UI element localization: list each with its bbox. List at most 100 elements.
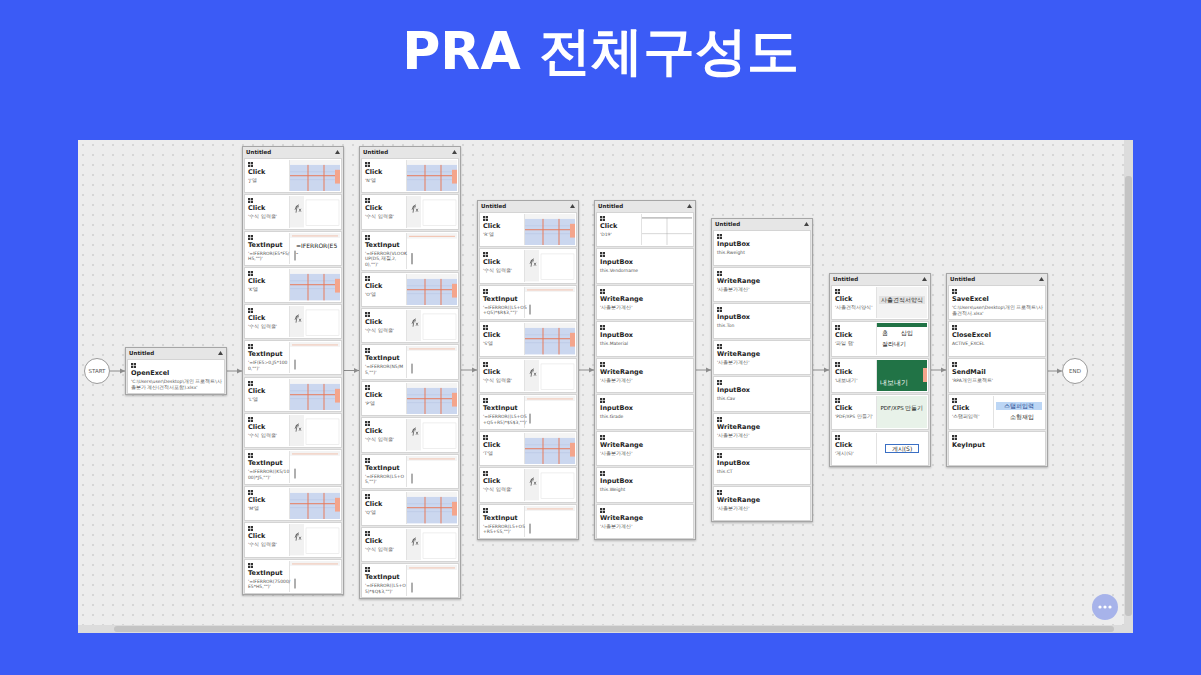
screenshot-thumbnail xyxy=(524,250,575,281)
activity-text: Click'사출견적서양식' xyxy=(835,295,879,311)
activity-row: Click'수식 입력줄' xyxy=(479,467,577,502)
activity-caption: '=IFERROR((K5/1000)*J5,"")' xyxy=(248,469,292,480)
fx-symbol xyxy=(534,263,536,266)
text-cursor xyxy=(530,305,531,315)
scrollbar-thumb xyxy=(114,626,1114,632)
screenshot-thumbnail: 게시(S) xyxy=(876,433,927,464)
activity-row: Click'K'열 xyxy=(244,267,342,302)
activity-row: TextInput'=IFERROR((K5/1000)*J5,"")' xyxy=(244,449,342,484)
icon-square xyxy=(248,238,250,240)
collapse-triangle-shape xyxy=(452,150,457,154)
activity-text: TextInput'=IFERROR((K5/1000)*J5,"")' xyxy=(248,459,292,480)
activity-caption: 'C:\Users\user\Desktop\개인 프로젝트\사출분가 계산(견… xyxy=(131,379,223,390)
windows-icon xyxy=(483,508,488,513)
activity-name: Click xyxy=(835,368,879,376)
activity-caption: '=IFERROR(L5+O5,"")' xyxy=(365,474,409,485)
thumbnail-text: =IFERROR(E5- xyxy=(296,242,338,257)
windows-icon xyxy=(365,494,370,499)
activity-text: Click'수식 입력줄' xyxy=(483,477,527,493)
icon-square xyxy=(603,474,605,476)
collapse-triangle-shape xyxy=(922,277,927,281)
icon-square xyxy=(365,497,367,499)
fx-symbol xyxy=(416,432,418,435)
icon-square xyxy=(483,401,485,403)
sequence-group: UntitledClick'D19'InputBoxthis.Vendornam… xyxy=(594,200,696,540)
sequence-group: UntitledClick'J'열Click'수식 입력줄'TextInput'… xyxy=(242,146,344,595)
icon-square xyxy=(368,198,370,200)
activity-caption: '=IFERROR(VLOOKUP(D5,재질,2,0),"")' xyxy=(365,251,409,268)
windows-icon xyxy=(365,421,370,426)
icon-square xyxy=(835,401,837,403)
activity-text: WriteRange'사출분가계산' xyxy=(717,496,809,512)
windows-icon xyxy=(483,289,488,294)
text-cursor xyxy=(530,523,531,533)
sheet-top xyxy=(407,383,457,388)
ribbon-strip xyxy=(877,323,927,327)
activity-row: TextInput'=IFERROR((L5+O5+Q5+R5)*$S$3,""… xyxy=(479,394,577,429)
windows-icon xyxy=(835,289,840,294)
activity-caption: this.Vendorname xyxy=(600,268,692,274)
sheet-grid xyxy=(407,394,457,395)
input-marker xyxy=(527,399,573,400)
sheet-marker xyxy=(570,333,575,347)
icon-square xyxy=(483,471,485,473)
text-input-thumbnail xyxy=(407,565,457,596)
windows-icon xyxy=(600,325,605,330)
terminal-circle: END xyxy=(1062,358,1088,384)
group-header: Untitled xyxy=(947,274,1047,284)
icon-square xyxy=(368,348,370,350)
icon-square xyxy=(251,490,253,492)
activity-row: Click'사출견적서양식'사출견적서양식 xyxy=(831,285,929,320)
icon-square xyxy=(955,365,957,367)
sheet-grid xyxy=(525,342,575,343)
windows-icon xyxy=(248,563,253,568)
activity-name: Click xyxy=(835,441,879,449)
formula-bar-thumbnail xyxy=(290,306,340,337)
activity-name: KeyInput xyxy=(952,441,1044,449)
activity-row: Click'파일 탭'홈삽입잘라내기 xyxy=(831,321,929,356)
activity-caption: '수식 입력줄' xyxy=(365,547,409,553)
input-marker xyxy=(292,345,338,346)
activity-text: TextInput'=IFERROR(L5+O5+R5+S5,"")' xyxy=(483,514,527,535)
formula-bar-thumbnail xyxy=(407,419,457,450)
sheet-highlight xyxy=(559,328,560,355)
sheet-highlight xyxy=(407,175,457,176)
icon-square xyxy=(251,162,253,164)
sheet-grid xyxy=(407,293,457,294)
icon-square xyxy=(483,216,485,218)
activity-caption: 'J'열 xyxy=(248,178,292,184)
icon-square xyxy=(835,398,837,400)
collapse-triangle-shape xyxy=(1039,277,1044,281)
group-header: Untitled xyxy=(126,348,226,358)
windows-icon xyxy=(717,380,722,385)
activity-name: SendMail xyxy=(952,368,1044,376)
activity-text: InputBoxthis.CT xyxy=(717,459,809,475)
activity-text: Click'파일 탭' xyxy=(835,331,879,347)
activity-text: TextInput'=IFERROR((L5+O5+Q5)*$R$3,"")' xyxy=(483,295,527,316)
activity-text: WriteRange'사출분가계산' xyxy=(717,423,809,439)
windows-icon xyxy=(952,289,957,294)
sheet-grid xyxy=(290,281,340,282)
activity-caption: '=IFERROR(N5/M5,"")' xyxy=(365,364,409,375)
activity-name: TextInput xyxy=(365,241,409,249)
activity-text: WriteRange'사출분가계산' xyxy=(717,350,809,366)
windows-icon xyxy=(248,417,253,422)
sheet-grid xyxy=(407,171,457,172)
icon-square xyxy=(603,401,605,403)
input-marker xyxy=(292,563,338,564)
screenshot-thumbnail xyxy=(289,196,340,227)
activity-row: Click'게시(S)'게시(S) xyxy=(831,431,929,466)
screenshot-thumbnail: PDF/XPS 만들기 xyxy=(876,396,927,427)
screenshot-thumbnail xyxy=(406,346,457,377)
windows-icon xyxy=(248,271,253,276)
collapse-triangle xyxy=(687,204,692,208)
screenshot-thumbnail xyxy=(406,233,457,269)
icon-square xyxy=(483,435,485,437)
text-cursor xyxy=(412,364,413,374)
sheet-highlight xyxy=(308,493,309,519)
icon-square xyxy=(955,325,957,327)
windows-icon xyxy=(365,312,370,317)
sheet-grid xyxy=(290,507,340,508)
activity-text: TextInput'=IFERROR(75000/E5*H5,"")' xyxy=(248,569,292,590)
